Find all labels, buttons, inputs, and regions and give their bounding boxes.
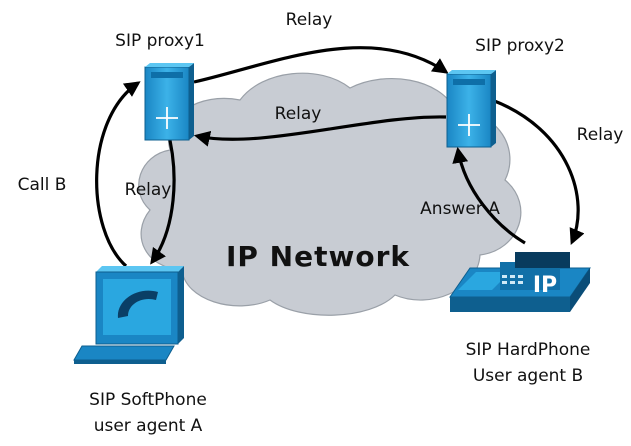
softphone-computer-icon: [73, 266, 184, 364]
arrow-relay-proxy2-to-hardphone: [491, 98, 585, 245]
relay-middle-label: Relay: [275, 104, 322, 124]
answer-a-label: Answer A: [420, 199, 500, 219]
softphone-label-line2: user agent A: [94, 416, 203, 436]
arrow-answer-a: [452, 146, 526, 245]
hardphone-ip-logo: IP: [533, 273, 557, 298]
proxy2-label: SIP proxy2: [475, 36, 565, 56]
proxy1-label: SIP proxy1: [115, 31, 205, 51]
arrow-call-b: [95, 81, 141, 268]
connection-arrows: [95, 46, 585, 268]
hardphone-desk-phone-icon: IP: [449, 252, 591, 312]
relay-right-label: Relay: [577, 125, 624, 145]
proxy2-server-icon: [446, 70, 496, 148]
hardphone-label-line1: SIP HardPhone: [466, 340, 591, 360]
relay-left-label: Relay: [125, 180, 172, 200]
arrow-relay-proxy2-to-proxy1: [193, 115, 447, 147]
hardphone-label-line2: User agent B: [473, 366, 583, 386]
call-b-label: Call B: [18, 175, 67, 195]
proxy1-server-icon: [144, 63, 194, 141]
arrow-relay-proxy1-to-proxy2: [193, 46, 449, 84]
arrow-relay-proxy1-to-softphone: [150, 127, 176, 265]
softphone-label-line1: SIP SoftPhone: [89, 390, 207, 410]
relay-top-label: Relay: [286, 10, 333, 30]
network-label: IP Network: [226, 240, 410, 273]
